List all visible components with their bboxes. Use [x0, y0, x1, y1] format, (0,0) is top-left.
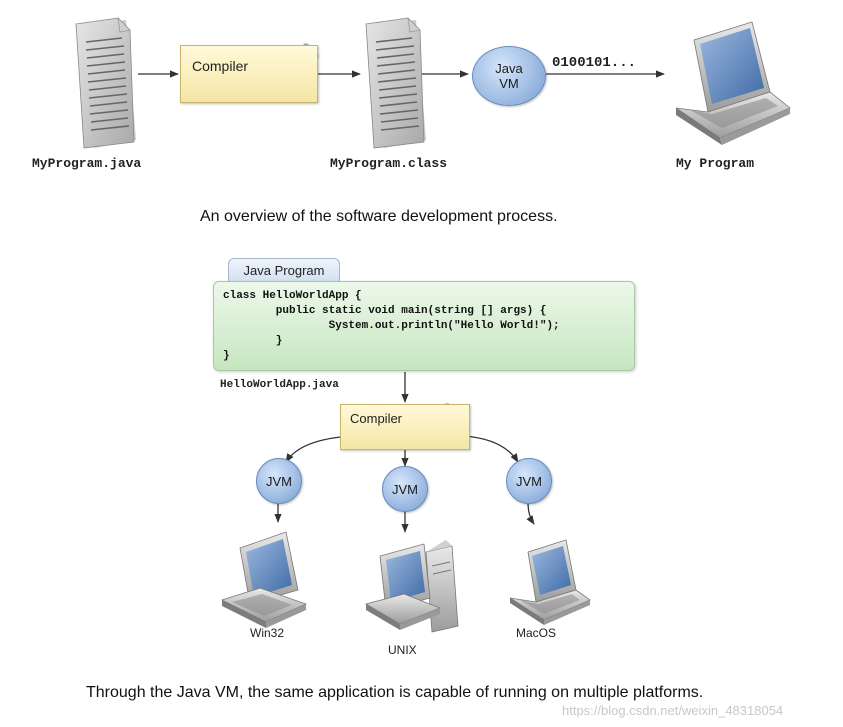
- vm-label-line2: VM: [499, 76, 519, 91]
- code-line: class HelloWorldApp {: [223, 290, 362, 302]
- jvm-label: JVM: [392, 481, 418, 497]
- platform-label-macos: MacOS: [516, 626, 557, 640]
- platform-label-win32: Win32: [250, 626, 285, 640]
- jvm-circle-macos: JVM: [506, 458, 552, 504]
- java-vm-circle: Java VM: [472, 46, 546, 106]
- workstation-tower-icon: [364, 540, 459, 633]
- compiler-label: Compiler: [350, 411, 403, 426]
- compiler-label: Compiler: [192, 58, 249, 74]
- vm-label-line1: Java: [495, 61, 523, 76]
- code-line: public static void main(string [] args) …: [223, 305, 547, 317]
- jvm-circle-unix: JVM: [382, 466, 428, 512]
- jvm-label: JVM: [516, 473, 542, 489]
- jvm-circle-win32: JVM: [256, 458, 302, 504]
- java-file-label: HelloWorldApp.java: [220, 379, 339, 391]
- class-file-label: MyProgram.class: [330, 156, 448, 171]
- platform-label-unix: UNIX: [388, 643, 417, 657]
- laptop-icon: [509, 539, 591, 625]
- code-line: }: [223, 350, 230, 362]
- laptop-icon: [675, 21, 791, 145]
- source-file-label: MyProgram.java: [32, 156, 142, 171]
- java-program-tab-label: Java Program: [243, 263, 325, 278]
- code-line: }: [223, 335, 283, 347]
- java-program-tab: Java Program: [228, 258, 340, 283]
- desktop-monitor-icon: [220, 531, 308, 628]
- program-label: My Program: [676, 156, 755, 171]
- watermark-text: https://blog.csdn.net/weixin_48318054: [562, 703, 784, 718]
- code-line: System.out.println("Hello World!");: [223, 320, 560, 332]
- jvm-label: JVM: [266, 473, 292, 489]
- top-caption: An overview of the software development …: [200, 208, 558, 225]
- bottom-caption: Through the Java VM, the same applicatio…: [86, 684, 704, 701]
- compiler-box: Compiler: [180, 45, 318, 103]
- binary-output-text: 0100101...: [552, 55, 637, 71]
- document-icon: [75, 17, 136, 149]
- compiler-box: Compiler: [340, 404, 470, 450]
- document-icon: [365, 17, 426, 149]
- code-panel: class HelloWorldApp { public static void…: [213, 281, 635, 371]
